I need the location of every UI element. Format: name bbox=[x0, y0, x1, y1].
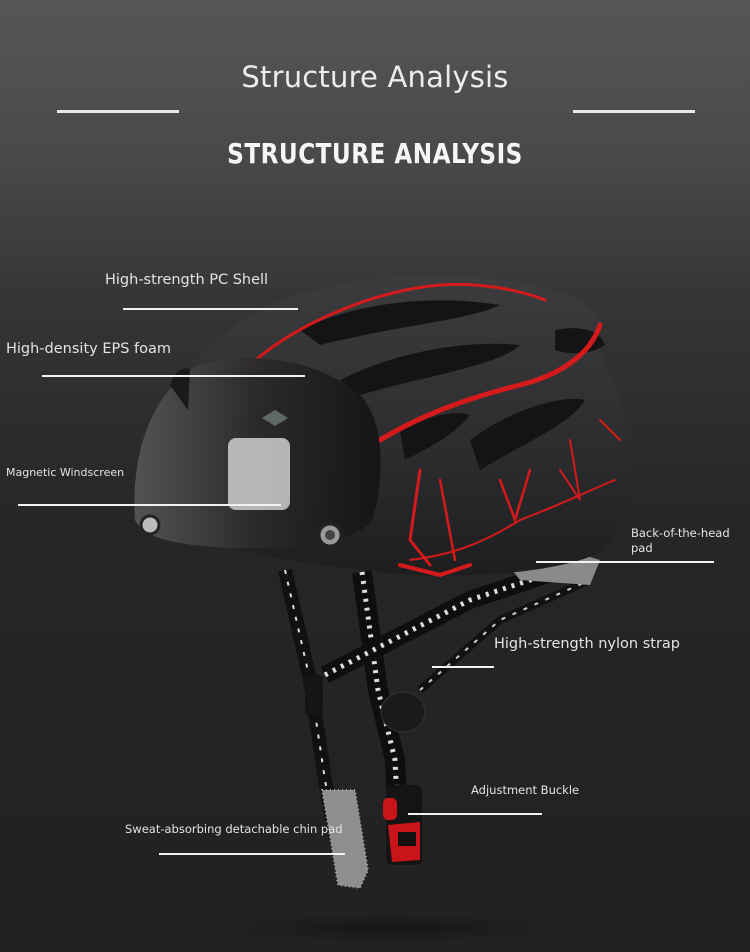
callout-line bbox=[408, 813, 542, 815]
callout-label: Magnetic Windscreen bbox=[6, 466, 125, 479]
callout-label: Adjustment Buckle bbox=[471, 783, 580, 797]
title-rule-right bbox=[573, 110, 695, 113]
title-rule-left bbox=[57, 110, 179, 113]
callout-line bbox=[432, 666, 494, 668]
callout-label: High-density EPS foam bbox=[6, 341, 172, 357]
callout-line bbox=[159, 853, 345, 855]
callout-line bbox=[536, 561, 714, 563]
callout-label: Sweat-absorbing detachable chin pad bbox=[125, 822, 343, 836]
buckle-shape bbox=[383, 785, 422, 865]
callout-label: High-strength PC Shell bbox=[105, 272, 269, 288]
chin-pad-shape bbox=[322, 790, 368, 888]
strap-divider bbox=[380, 691, 426, 733]
callout-line bbox=[18, 504, 281, 506]
page-title: Structure Analysis bbox=[241, 60, 509, 94]
callout-line bbox=[42, 375, 305, 377]
strap-slider bbox=[305, 675, 323, 715]
callout-line bbox=[123, 308, 298, 310]
visor-reflection bbox=[228, 438, 290, 510]
callout-label: Back-of-the-head pad bbox=[631, 526, 730, 555]
helmet-vents bbox=[300, 300, 605, 470]
callout-label: High-strength nylon strap bbox=[494, 636, 681, 652]
floor-shadow bbox=[220, 914, 560, 942]
red-accent-pattern bbox=[248, 282, 621, 578]
magnet-left bbox=[139, 514, 161, 536]
page-subtitle: STRUCTURE ANALYSIS bbox=[227, 137, 523, 170]
